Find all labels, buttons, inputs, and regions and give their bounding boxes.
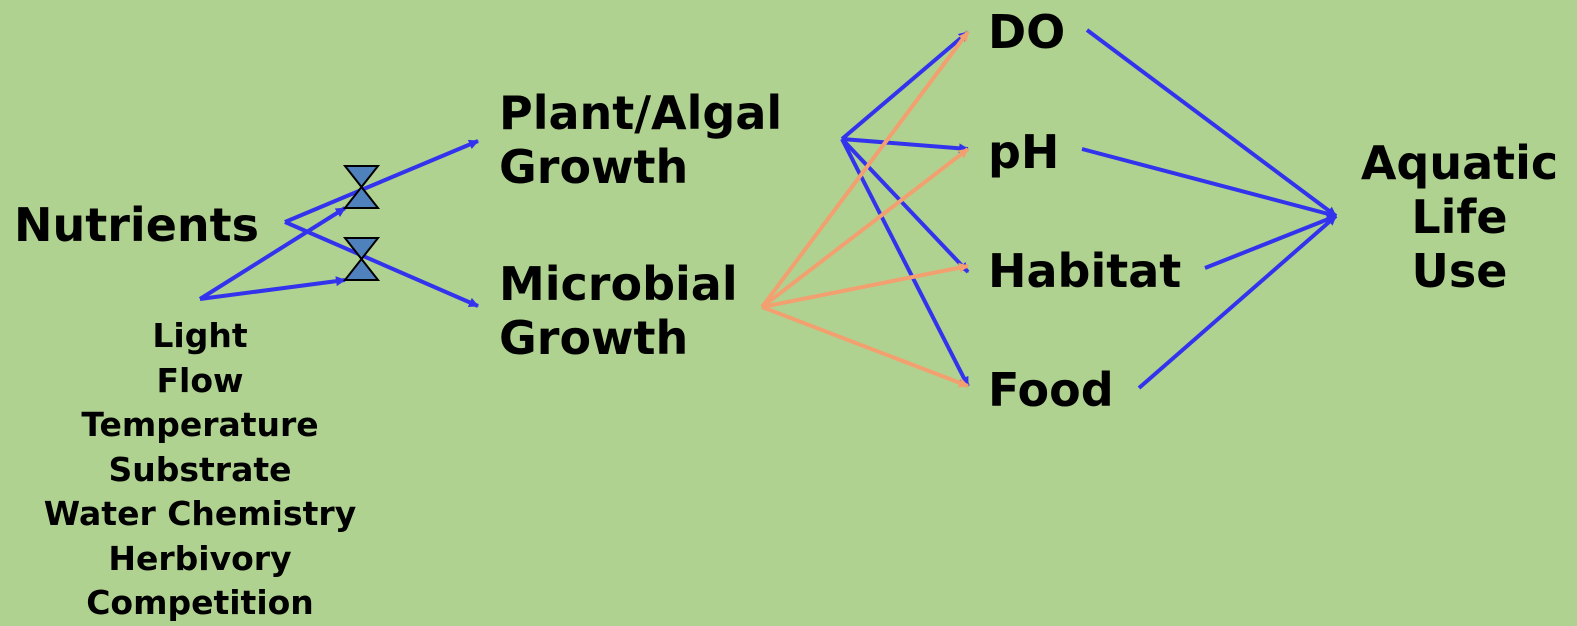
arrow-nutrients-to-plant <box>284 139 479 224</box>
node-nutrients: Nutrients <box>14 198 260 252</box>
factor-item: Light <box>152 316 248 355</box>
arrow-factors-to-microbial-valve <box>199 276 346 301</box>
factor-item: Temperature <box>81 405 319 444</box>
node-aquatic-life-use: Aquatic Life Use <box>1352 136 1567 298</box>
factor-item: Competition <box>86 583 314 622</box>
arrow-microbial-to-ph <box>760 147 970 309</box>
arrow-factors-to-plant-valve <box>198 206 347 301</box>
arrow-do-to-aquatic <box>1085 28 1338 218</box>
node-plant-algal-line2: Growth <box>499 140 689 194</box>
arrow-plant-to-do <box>840 30 970 141</box>
arrow-microbial-to-food <box>761 305 969 388</box>
arrow-plant-to-habitat <box>840 137 970 274</box>
arrow-food-to-aquatic <box>1137 214 1338 390</box>
node-do: DO <box>988 5 1066 59</box>
valve-plant-icon <box>342 165 381 209</box>
valve-microbial-icon <box>342 237 381 281</box>
node-food: Food <box>988 363 1114 417</box>
arrow-habitat-to-aquatic <box>1204 214 1337 270</box>
node-plant-algal-growth: Plant/Algal Growth <box>499 86 782 194</box>
node-microbial-line2: Growth <box>499 311 689 365</box>
node-microbial-line1: Microbial <box>499 257 738 311</box>
arrow-plant-to-food <box>840 138 970 387</box>
factor-item: Water Chemistry <box>43 494 357 533</box>
node-habitat: Habitat <box>988 244 1182 298</box>
node-ph: pH <box>988 125 1060 179</box>
arrow-nutrients-to-microbial <box>284 220 479 308</box>
arrow-microbial-to-habitat <box>761 262 969 309</box>
factor-list: Light Flow Temperature Substrate Water C… <box>18 314 382 626</box>
arrow-plant-to-ph <box>841 137 969 154</box>
factor-item: Substrate <box>108 449 292 489</box>
node-microbial-growth: Microbial Growth <box>499 257 738 365</box>
node-aquatic-line1: Aquatic <box>1360 136 1559 190</box>
factor-item: Herbivory <box>108 538 292 578</box>
node-aquatic-line3: Use <box>1411 244 1508 298</box>
arrow-microbial-to-do <box>760 30 970 309</box>
node-plant-algal-line1: Plant/Algal <box>499 86 783 140</box>
factor-item: Flow <box>156 360 244 400</box>
arrow-ph-to-aquatic <box>1081 147 1337 219</box>
node-aquatic-line2: Life <box>1411 190 1508 244</box>
